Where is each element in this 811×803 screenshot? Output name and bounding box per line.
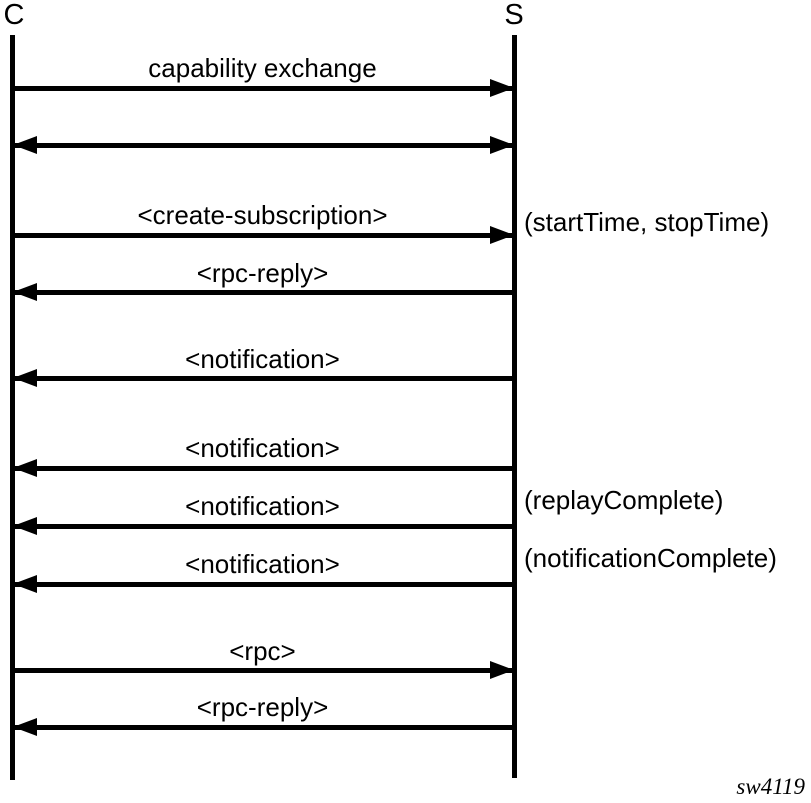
message-arrow-line — [13, 725, 513, 730]
message-arrow-line — [13, 233, 513, 238]
arrow-left-icon — [13, 718, 37, 736]
message-annotation: (startTime, stopTime) — [524, 207, 770, 237]
client-lifeline — [10, 35, 15, 780]
arrow-left-icon — [13, 459, 37, 477]
server-label: S — [504, 0, 524, 31]
message-arrow-line — [13, 524, 513, 529]
message-label: <rpc> — [229, 636, 296, 666]
message-label: <notification> — [185, 433, 340, 463]
arrow-left-icon — [13, 283, 37, 301]
message-arrow-line — [13, 86, 513, 91]
message-label: <notification> — [185, 549, 340, 579]
message-annotation: (replayComplete) — [524, 485, 724, 515]
message-arrow-line — [13, 668, 513, 673]
message-label: <notification> — [185, 344, 340, 374]
message-arrow-line — [13, 143, 513, 148]
figure-id-watermark: sw4119 — [736, 774, 805, 799]
arrow-left-icon — [13, 517, 37, 535]
message-label: <rpc-reply> — [196, 692, 329, 722]
arrow-left-icon — [13, 369, 37, 387]
message-arrow-line — [13, 466, 513, 471]
message-annotation: (notificationComplete) — [524, 543, 777, 573]
arrow-right-icon — [490, 79, 514, 97]
message-label: capability exchange — [148, 53, 377, 83]
message-label: <notification> — [185, 491, 340, 521]
arrow-left-icon — [13, 136, 37, 154]
arrow-right-icon — [490, 661, 514, 679]
arrow-left-icon — [13, 575, 37, 593]
message-arrow-line — [13, 582, 513, 587]
server-lifeline — [512, 35, 517, 778]
message-arrow-line — [13, 290, 513, 295]
message-label: <create-subscription> — [137, 200, 388, 230]
message-label: <rpc-reply> — [196, 258, 329, 288]
arrow-right-icon — [490, 136, 514, 154]
client-label: C — [3, 0, 25, 31]
arrow-right-icon — [490, 226, 514, 244]
message-arrow-line — [13, 376, 513, 381]
